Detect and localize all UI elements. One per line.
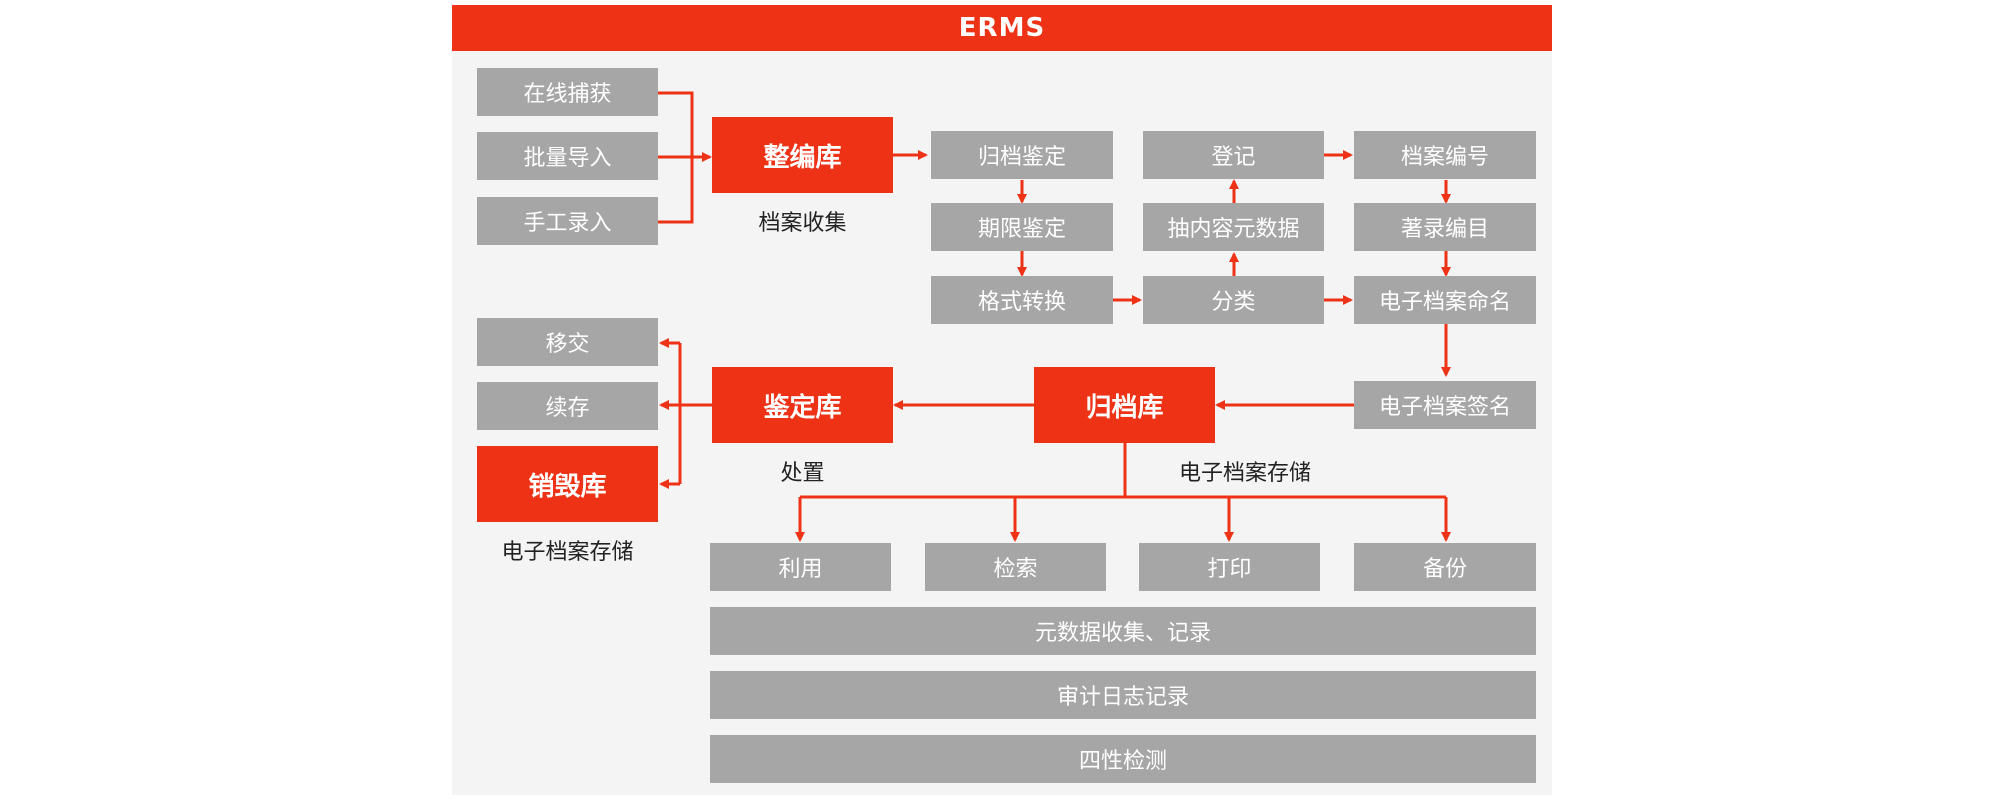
metadata-bar: 元数据收集、记录 — [710, 607, 1536, 655]
signature-box: 电子档案签名 — [1354, 381, 1536, 429]
retain-box: 续存 — [477, 382, 658, 430]
diagram-title: ERMS — [452, 5, 1552, 51]
transfer-box: 移交 — [477, 318, 658, 366]
check-bar: 四性检测 — [710, 735, 1536, 783]
capture-manual-box: 手工录入 — [477, 197, 658, 245]
classify-box: 分类 — [1143, 276, 1324, 324]
appraisal-library-box: 鉴定库 — [712, 367, 893, 443]
appraisal-library-caption: 处置 — [780, 461, 825, 486]
register-box: 登记 — [1143, 131, 1324, 179]
archive-library-caption: 电子档案存储 — [1178, 461, 1311, 486]
catalog-box: 著录编目 — [1354, 203, 1536, 251]
destroy-library-caption: 电子档案存储 — [501, 540, 634, 565]
audit-bar: 审计日志记录 — [710, 671, 1536, 719]
archive-number-box: 档案编号 — [1354, 131, 1536, 179]
service-print-box: 打印 — [1139, 543, 1320, 591]
naming-box: 电子档案命名 — [1354, 276, 1536, 324]
compile-library-caption: 档案收集 — [758, 211, 847, 236]
format-convert-box: 格式转换 — [931, 276, 1113, 324]
compile-library-box: 整编库 — [712, 117, 893, 193]
capture-batch-box: 批量导入 — [477, 132, 658, 180]
archive-appraisal-box: 归档鉴定 — [931, 131, 1113, 179]
period-appraisal-box: 期限鉴定 — [931, 203, 1113, 251]
extract-metadata-box: 抽内容元数据 — [1143, 203, 1324, 251]
destroy-library-box: 销毁库 — [477, 446, 658, 522]
service-search-box: 检索 — [925, 543, 1106, 591]
archive-library-box: 归档库 — [1034, 367, 1215, 443]
service-backup-box: 备份 — [1354, 543, 1536, 591]
capture-online-box: 在线捕获 — [477, 68, 658, 116]
service-use-box: 利用 — [710, 543, 891, 591]
